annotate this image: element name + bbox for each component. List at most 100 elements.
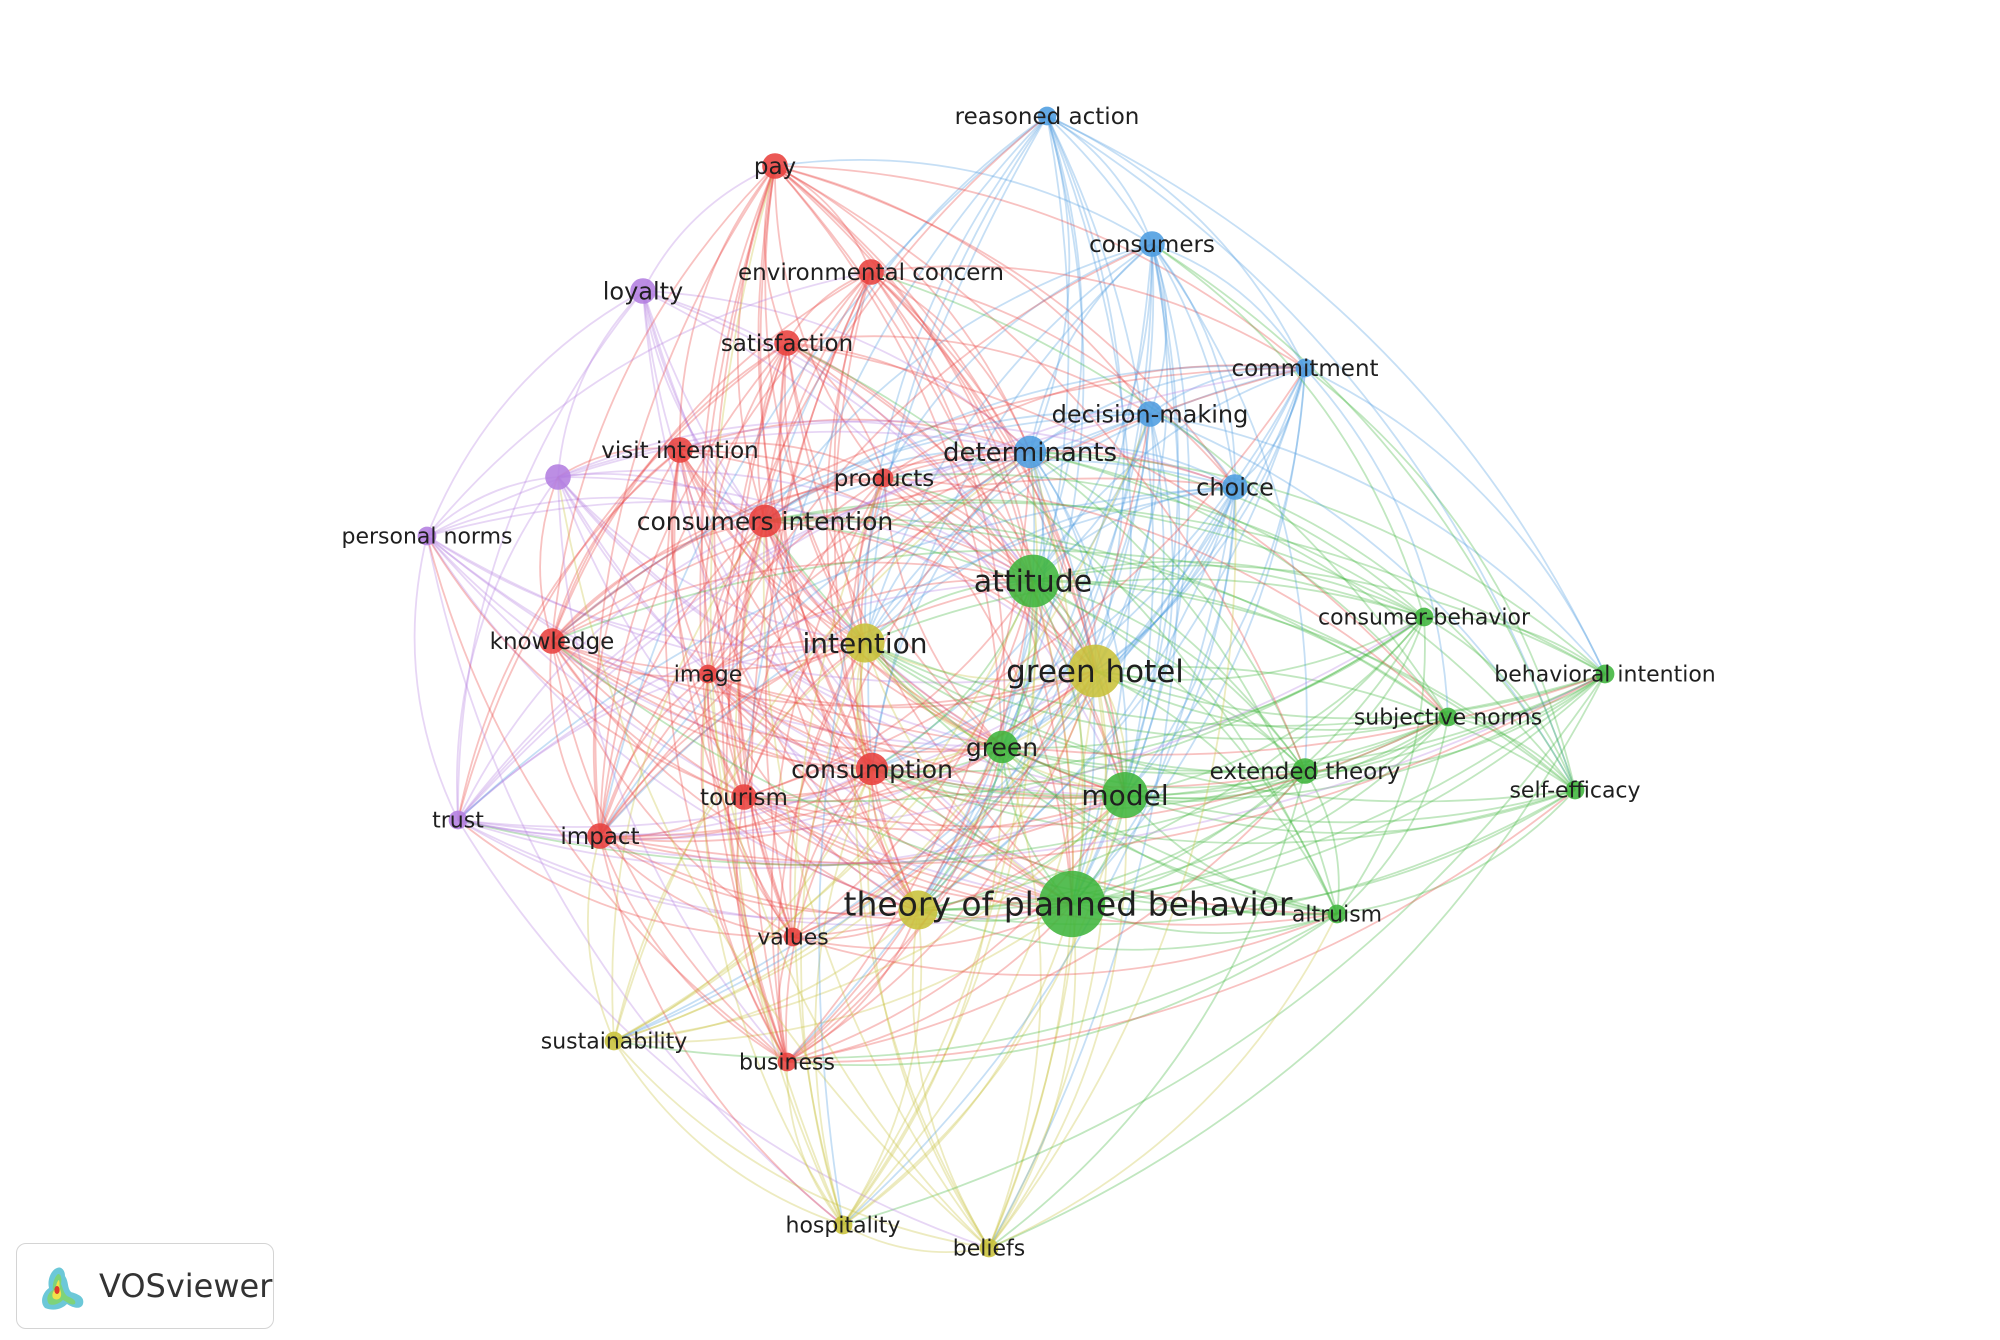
node-subjective-norms[interactable] <box>1438 707 1458 727</box>
label-consumption[interactable]: consumption <box>791 755 953 784</box>
node-image[interactable] <box>698 664 718 684</box>
node-intention[interactable] <box>845 623 885 663</box>
node-altruism[interactable] <box>1327 904 1347 924</box>
label-image[interactable]: image <box>674 663 743 688</box>
label-products[interactable]: products <box>834 466 934 492</box>
label-extended-theory[interactable]: extended theory <box>1210 759 1401 785</box>
node-consumption[interactable] <box>855 752 889 786</box>
label-consumers[interactable]: consumers <box>1089 232 1215 258</box>
link-environmental-concern-model <box>870 271 1126 796</box>
node-hospitality[interactable] <box>833 1215 853 1235</box>
link-environmental-concern-tpb-yellow <box>833 271 919 911</box>
link-purple-node-theory-of-planned-behavior <box>557 476 1073 905</box>
link-commitment-attitude <box>1032 367 1306 582</box>
node-business[interactable] <box>777 1052 797 1072</box>
node-visit-intention[interactable] <box>667 437 693 463</box>
link-sustainability-green <box>613 746 1003 1042</box>
label-determinants[interactable]: determinants <box>943 438 1117 468</box>
link-commitment-model <box>1124 367 1306 796</box>
label-behavioral-intention[interactable]: behavioral intention <box>1494 663 1715 688</box>
label-satisfaction[interactable]: satisfaction <box>721 331 853 357</box>
label-pay[interactable]: pay <box>754 154 796 180</box>
label-consumers-intention[interactable]: consumers intention <box>637 507 893 536</box>
label-green[interactable]: green <box>966 733 1038 762</box>
node-tourism[interactable] <box>731 784 757 810</box>
node-commitment[interactable] <box>1295 358 1315 378</box>
label-values[interactable]: values <box>757 926 829 951</box>
link-impact-image <box>599 673 709 837</box>
node-attitude[interactable] <box>1006 554 1060 608</box>
link-extended-theory-products <box>883 477 1306 772</box>
link-decision-making-consumers-intention <box>764 411 1151 522</box>
node-self-efficacy[interactable] <box>1565 780 1585 800</box>
node-extended-theory[interactable] <box>1292 758 1318 784</box>
node-behavioral-intention[interactable] <box>1595 664 1615 684</box>
label-model[interactable]: model <box>1081 779 1168 812</box>
label-visit-intention[interactable]: visit intention <box>601 438 758 464</box>
link-hospitality-consumption <box>814 768 873 1226</box>
label-decision-making[interactable]: decision-making <box>1052 400 1249 428</box>
node-consumers-intention[interactable] <box>748 504 782 538</box>
node-loyalty[interactable] <box>630 278 656 304</box>
link-visit-intention-attitude <box>679 449 1034 582</box>
label-subjective-norms[interactable]: subjective norms <box>1354 706 1542 731</box>
link-values-green <box>792 746 1003 938</box>
label-attitude[interactable]: attitude <box>974 565 1093 600</box>
node-tpb-yellow[interactable] <box>898 890 938 930</box>
label-personal-norms[interactable]: personal norms <box>342 525 513 550</box>
label-knowledge[interactable]: knowledge <box>490 629 615 655</box>
link-consumers-commitment <box>1151 243 1306 369</box>
node-values[interactable] <box>783 927 803 947</box>
node-purple-node[interactable] <box>545 464 571 490</box>
node-theory-of-planned-behavior[interactable] <box>1038 870 1106 938</box>
node-determinants[interactable] <box>1013 435 1047 469</box>
label-trust[interactable]: trust <box>432 809 484 834</box>
link-decision-making-intention <box>864 413 1151 644</box>
node-pay[interactable] <box>762 153 788 179</box>
label-reasoned-action[interactable]: reasoned action <box>955 104 1140 130</box>
link-beliefs-determinants <box>988 451 1084 1249</box>
label-business[interactable]: business <box>739 1051 835 1076</box>
label-impact[interactable]: impact <box>560 824 639 850</box>
label-choice[interactable]: choice <box>1196 473 1274 501</box>
node-environmental-concern[interactable] <box>858 259 884 285</box>
label-loyalty[interactable]: loyalty <box>603 277 684 305</box>
node-decision-making[interactable] <box>1137 401 1163 427</box>
label-beliefs[interactable]: beliefs <box>953 1237 1025 1262</box>
node-satisfaction[interactable] <box>774 330 800 356</box>
link-satisfaction-determinants <box>786 342 1031 453</box>
node-trust[interactable] <box>448 810 468 830</box>
node-choice[interactable] <box>1222 474 1248 500</box>
node-impact[interactable] <box>587 823 613 849</box>
node-beliefs[interactable] <box>979 1238 999 1258</box>
link-self-efficacy-tpb-yellow <box>917 789 1576 926</box>
label-commitment[interactable]: commitment <box>1231 356 1378 382</box>
node-green-hotel[interactable] <box>1068 644 1122 698</box>
label-green-hotel[interactable]: green hotel <box>1006 654 1184 690</box>
link-consumer-behavior-extended-theory <box>1304 616 1425 772</box>
label-intention[interactable]: intention <box>802 627 927 660</box>
node-model[interactable] <box>1102 772 1148 818</box>
label-sustainability[interactable]: sustainability <box>541 1030 687 1055</box>
label-environmental-concern[interactable]: environmental concern <box>738 260 1004 286</box>
label-tourism[interactable]: tourism <box>700 785 788 811</box>
link-environmental-concern-consumers-intention <box>764 271 872 522</box>
label-altruism[interactable]: altruism <box>1292 903 1382 928</box>
label-theory-of-planned-behavior[interactable]: theory of planned behavior <box>844 885 1293 924</box>
link-subjective-norms-green <box>1001 716 1449 775</box>
link-subjective-norms-consumption <box>871 716 1449 799</box>
link-products-tourism <box>743 477 885 798</box>
label-self-efficacy[interactable]: self-efficacy <box>1509 779 1640 804</box>
link-decision-making-consumption <box>871 413 1151 770</box>
label-consumer-behavior[interactable]: consumer-behavior <box>1318 606 1531 631</box>
link-loyalty-purple-node <box>557 290 644 478</box>
node-products[interactable] <box>874 468 894 488</box>
node-consumer-behavior[interactable] <box>1414 607 1434 627</box>
node-personal-norms[interactable] <box>417 526 437 546</box>
label-hospitality[interactable]: hospitality <box>786 1214 901 1239</box>
node-sustainability[interactable] <box>604 1031 624 1051</box>
node-knowledge[interactable] <box>539 628 565 654</box>
node-consumers[interactable] <box>1139 231 1165 257</box>
node-reasoned-action[interactable] <box>1037 106 1057 126</box>
node-green[interactable] <box>985 730 1019 764</box>
